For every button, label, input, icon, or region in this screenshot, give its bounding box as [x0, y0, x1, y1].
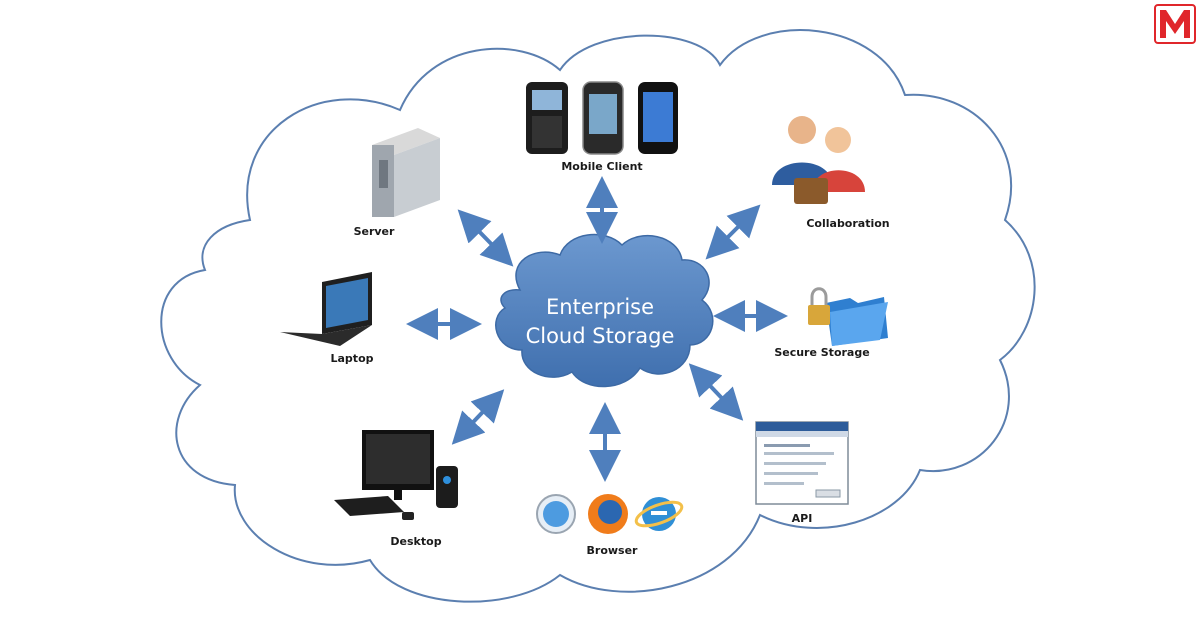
label-desktop: Desktop [390, 535, 441, 548]
label-mobile: Mobile Client [561, 160, 642, 173]
arrow-api [688, 363, 744, 421]
label-collaboration: Collaboration [806, 217, 889, 230]
people-icon [772, 116, 865, 204]
mobile-phones-icon [526, 81, 678, 155]
center-title-line2: Cloud Storage [526, 324, 675, 348]
desktop-computer-icon [334, 430, 458, 520]
brand-logo-icon[interactable] [1154, 4, 1196, 44]
connection-arrows [406, 176, 788, 482]
label-api: API [792, 512, 813, 525]
label-laptop: Laptop [331, 352, 374, 365]
center-title-line1: Enterprise [546, 295, 654, 319]
arrow-server [457, 209, 514, 267]
label-secure: Secure Storage [774, 346, 869, 359]
server-tower-icon [372, 128, 440, 217]
locked-folder-icon [808, 287, 888, 346]
arrow-desktop [451, 389, 505, 445]
label-server: Server [354, 225, 395, 238]
web-browsers-icon [536, 494, 684, 534]
laptop-icon [280, 272, 372, 346]
arrow-collaboration [705, 204, 761, 260]
web-page-icon [755, 421, 849, 505]
label-browser: Browser [587, 544, 639, 557]
